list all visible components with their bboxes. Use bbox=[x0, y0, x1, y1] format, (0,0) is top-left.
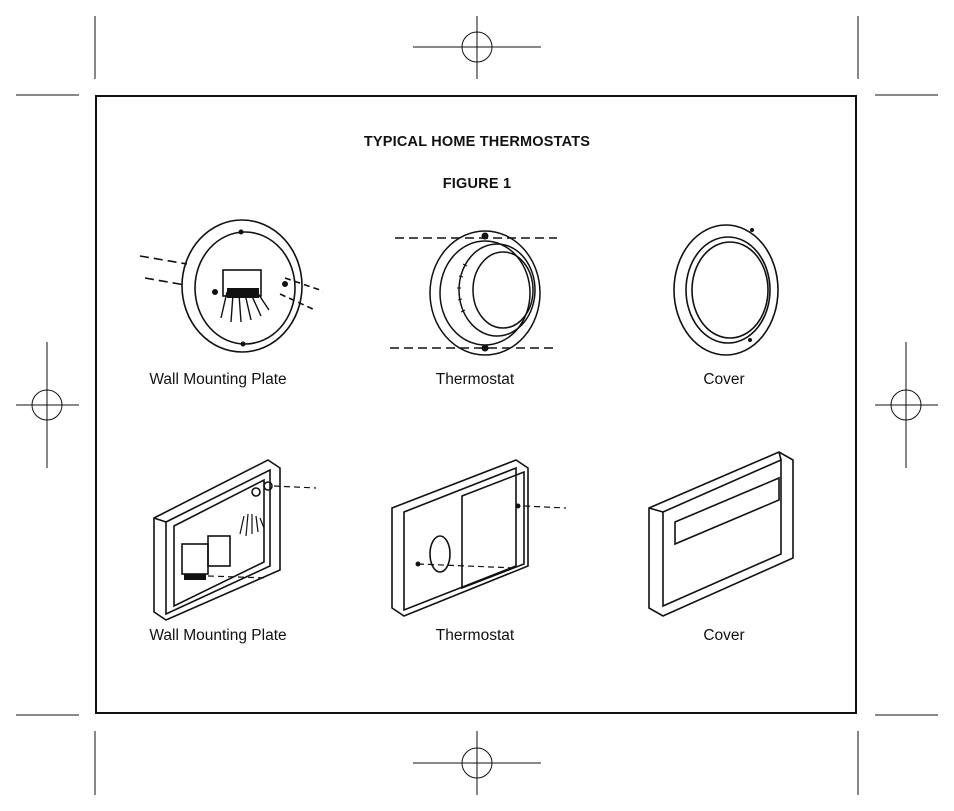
figure-frame bbox=[95, 95, 857, 714]
registration-mark-left bbox=[16, 342, 79, 468]
registration-mark-top bbox=[413, 16, 541, 79]
rectangular-cover-caption: Cover bbox=[703, 627, 745, 644]
rectangular-thermostat-caption: Thermostat bbox=[435, 627, 515, 644]
figure-title: TYPICAL HOME THERMOSTATS bbox=[363, 134, 591, 150]
round-cover-illustration bbox=[673, 224, 779, 356]
rectangular-cover-illustration bbox=[648, 451, 794, 617]
figure-label: FIGURE 1 bbox=[442, 176, 512, 192]
registration-mark-right bbox=[875, 342, 938, 468]
round-thermostat-caption: Thermostat bbox=[435, 371, 515, 388]
registration-mark-bottom bbox=[413, 731, 541, 795]
round-wall-plate-caption: Wall Mounting Plate bbox=[149, 371, 287, 388]
round-wall-plate-illustration bbox=[139, 219, 324, 353]
round-cover-caption: Cover bbox=[703, 371, 745, 388]
rectangular-wall-plate-illustration bbox=[153, 459, 317, 621]
round-thermostat-illustration bbox=[390, 230, 557, 356]
rectangular-thermostat-illustration bbox=[391, 459, 567, 617]
rectangular-wall-plate-caption: Wall Mounting Plate bbox=[149, 627, 287, 644]
